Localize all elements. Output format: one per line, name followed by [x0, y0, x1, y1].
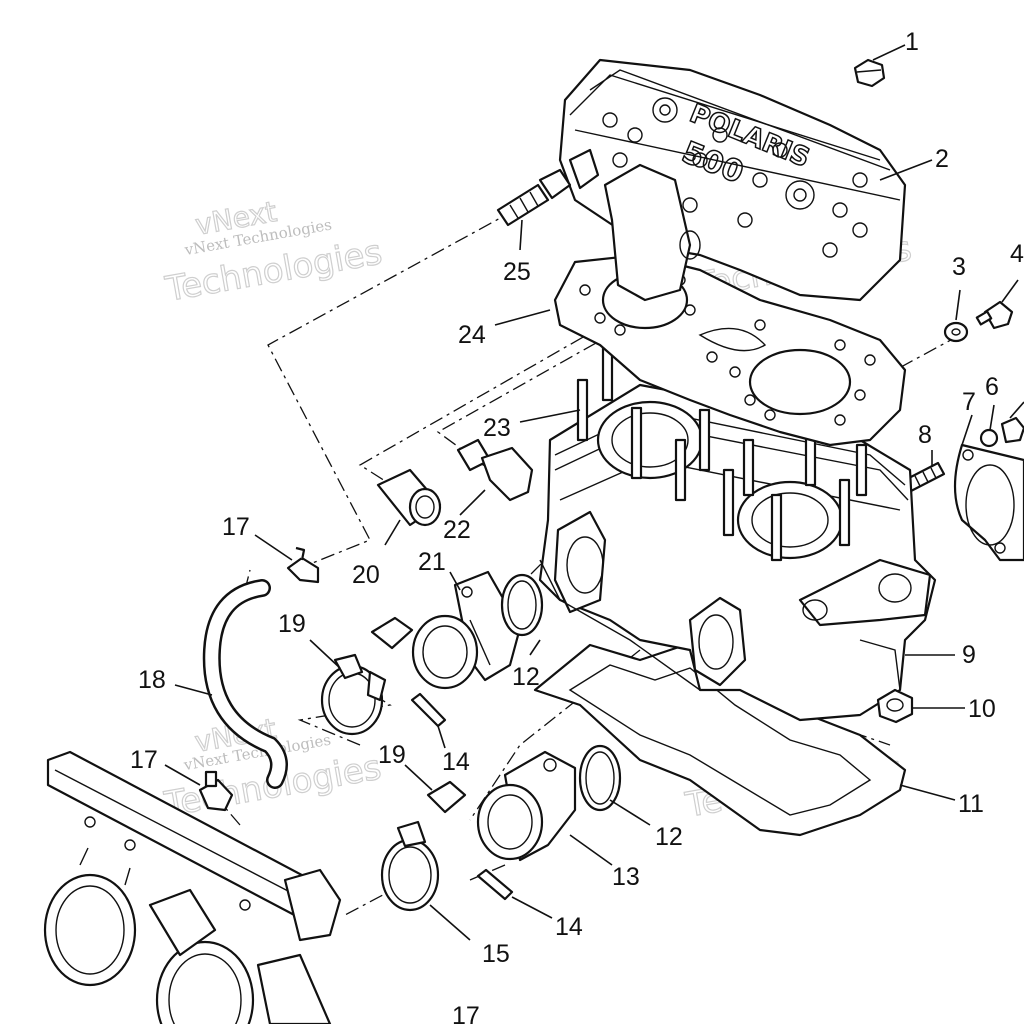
callout-18: 18 [138, 666, 166, 694]
o-ring-12-upper [500, 573, 544, 637]
callout-17-lower: 17 [130, 746, 158, 774]
callout-6: 6 [985, 373, 999, 401]
callout-12-lower: 12 [655, 823, 683, 851]
callout-19-lower: 19 [378, 741, 406, 769]
base-gasket [533, 638, 907, 837]
callout-4: 4 [1010, 240, 1024, 268]
callout-11: 11 [958, 790, 984, 818]
o-ring-12-lower [578, 744, 622, 812]
screw-14-lower [476, 868, 514, 901]
leader-lines [164, 44, 1024, 941]
callout-21: 21 [418, 548, 446, 576]
nut-10 [876, 688, 914, 724]
hose-clamp-17-lower [198, 770, 234, 812]
callout-23: 23 [483, 414, 511, 442]
nut-5 [1000, 416, 1024, 444]
callout-20: 20 [352, 561, 380, 589]
fitting-22 [456, 438, 534, 502]
bolt-4 [975, 300, 1014, 330]
callout-25: 25 [503, 258, 531, 286]
callout-8: 8 [918, 421, 932, 449]
callout-22: 22 [443, 516, 471, 544]
intake-flange-13 [476, 750, 577, 862]
washer-3 [943, 321, 969, 343]
exhaust-gasket [953, 443, 1024, 562]
callout-7: 7 [962, 388, 976, 416]
cylinder-head: POLARIS 500 [558, 58, 907, 302]
carburetor-assembly [43, 750, 342, 1024]
callout-9: 9 [962, 641, 976, 669]
callout-24: 24 [458, 321, 486, 349]
nut-1 [853, 58, 886, 88]
clamp-19 [320, 653, 387, 736]
sleeve-20 [376, 468, 442, 527]
callout-3: 3 [952, 253, 966, 281]
callout-13: 13 [612, 863, 640, 891]
cylinder-studs [576, 343, 868, 562]
intake-flange-21 [411, 570, 522, 690]
callout-2: 2 [935, 145, 949, 173]
bolt-19-lower [426, 780, 467, 814]
callout-15: 15 [482, 940, 510, 968]
callout-10: 10 [968, 695, 996, 723]
fitting-25 [496, 168, 572, 227]
callout-14-lower: 14 [555, 913, 583, 941]
hose-clamp-17-upper [286, 546, 320, 584]
hose-18 [202, 579, 288, 789]
bolt-19-upper [370, 616, 414, 650]
callout-17-upper: 17 [222, 513, 250, 541]
callout-labels: 1 2 3 4 6 7 8 9 10 11 12 12 13 14 14 15 … [130, 28, 1024, 1024]
clamp-15 [380, 820, 440, 912]
washer-6 [979, 428, 999, 448]
callout-14-upper: 14 [442, 748, 470, 776]
callout-19-upper: 19 [278, 610, 306, 638]
callout-12-upper: 12 [512, 663, 540, 691]
watermark-left: vNext vNext Technologies Technologies [161, 194, 385, 310]
callout-1: 1 [905, 28, 919, 56]
callout-17-bottom: 17 [452, 1002, 480, 1024]
screw-14-upper [410, 692, 447, 728]
